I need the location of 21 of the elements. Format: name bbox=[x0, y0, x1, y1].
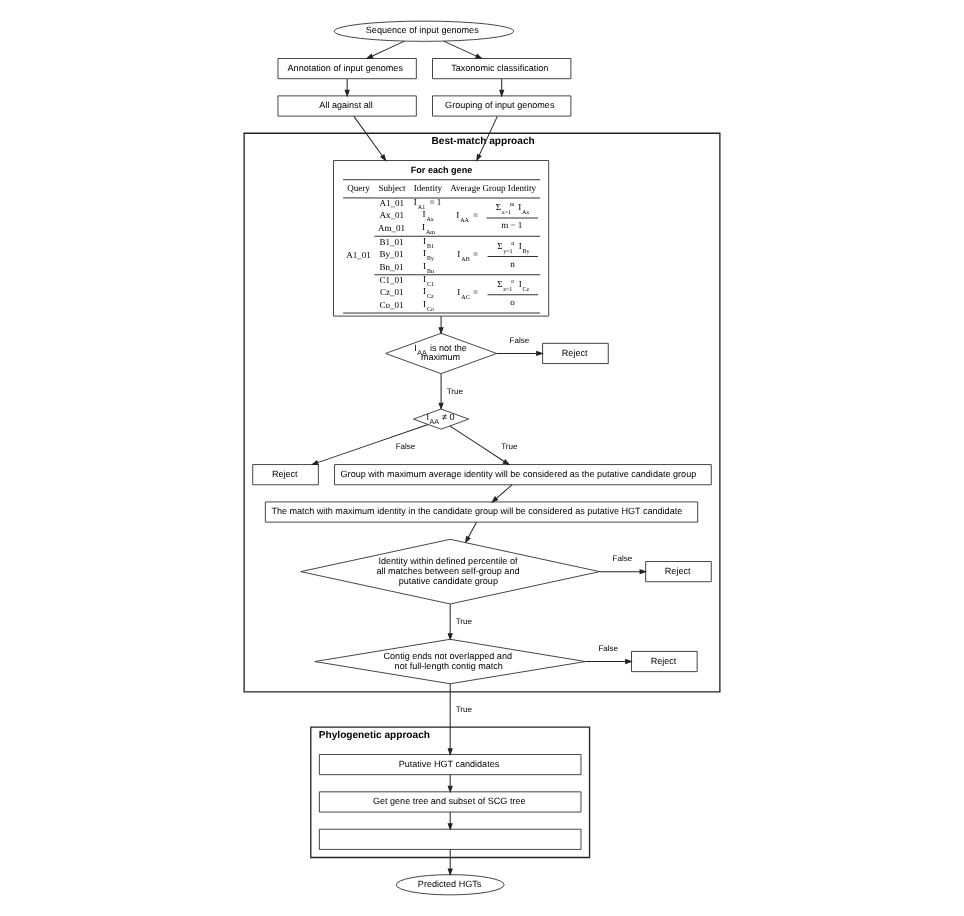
arrow bbox=[443, 40, 483, 60]
node-box bbox=[318, 828, 582, 850]
arrow bbox=[365, 40, 406, 60]
arrow bbox=[499, 78, 505, 98]
arrow bbox=[310, 424, 429, 465]
arrow bbox=[447, 849, 453, 877]
arrow bbox=[464, 521, 477, 544]
arrow bbox=[447, 603, 453, 641]
arrow bbox=[585, 658, 633, 665]
arrow bbox=[447, 683, 453, 756]
arrow bbox=[491, 484, 513, 503]
arrow bbox=[599, 568, 648, 575]
arrow bbox=[344, 78, 350, 98]
arrow bbox=[476, 115, 498, 162]
arrow bbox=[438, 315, 444, 335]
arrow bbox=[449, 425, 511, 466]
arrow bbox=[496, 350, 544, 357]
arrow bbox=[447, 774, 453, 794]
arrow bbox=[353, 115, 387, 162]
arrow bbox=[438, 373, 444, 411]
arrow bbox=[447, 811, 453, 831]
